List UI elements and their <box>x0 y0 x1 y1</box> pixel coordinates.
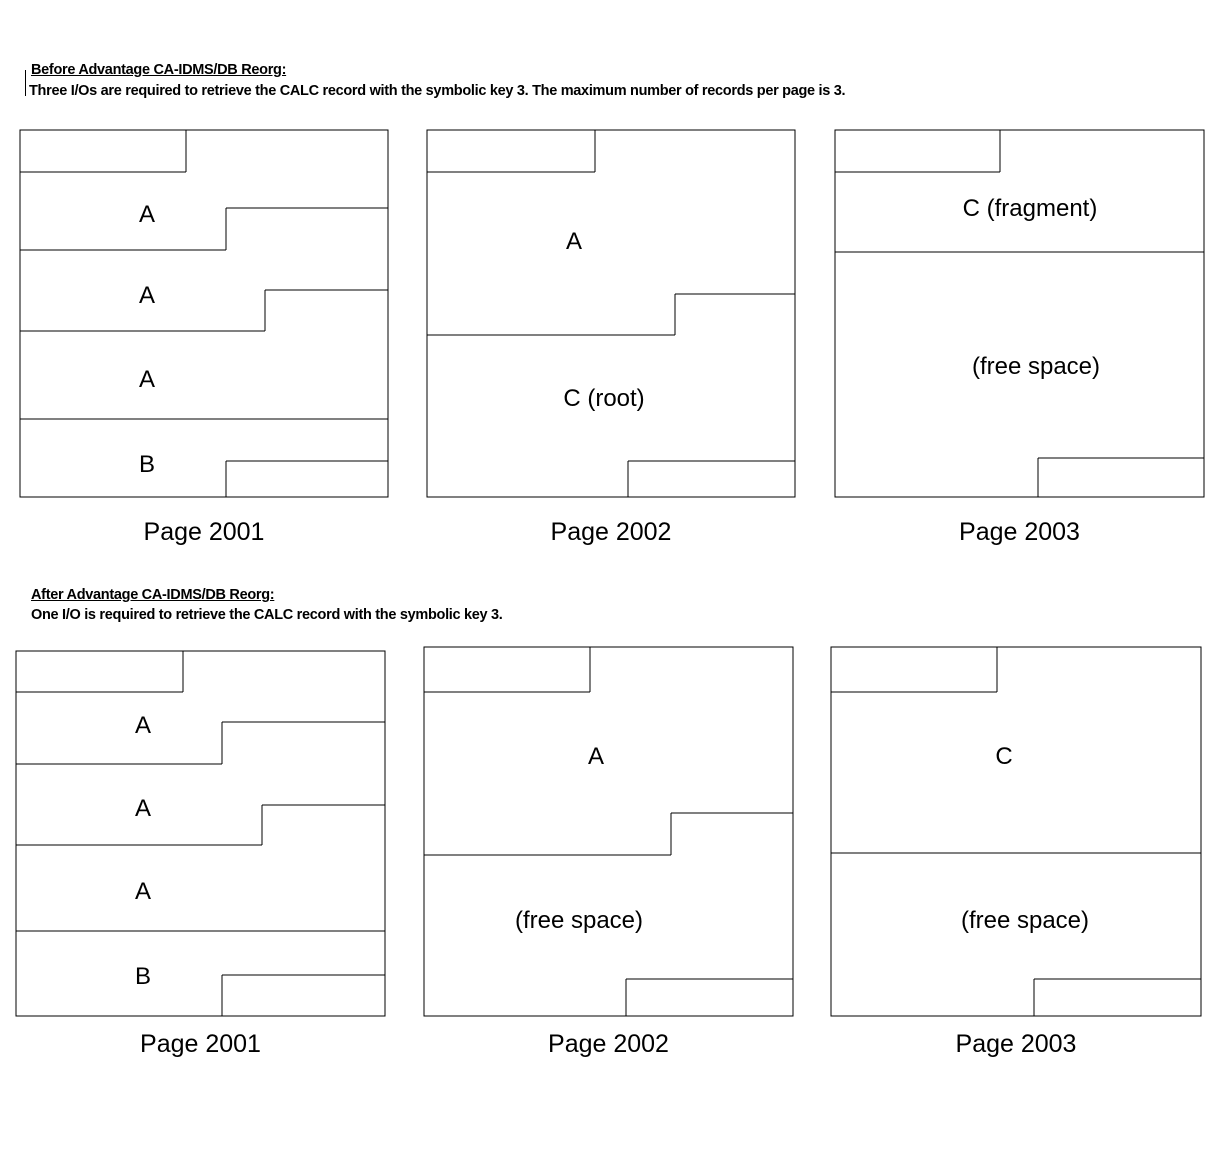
cell-label-before-2001-2: A <box>138 282 156 309</box>
cell-label-before-2001-4: B <box>138 451 156 478</box>
cell-label-after-2003-2: (free space) <box>960 907 1090 934</box>
page-frame-before-2003 <box>834 129 1205 498</box>
cell-label-before-2002-1: A <box>565 228 583 255</box>
cell-label-after-2002-2: (free space) <box>514 907 644 934</box>
page-label-after-2003: Page 2003 <box>955 1030 1077 1058</box>
before-section-heading: Before Advantage CA-IDMS/DB Reorg: <box>31 62 287 78</box>
cell-label-after-2001-4: B <box>134 963 152 990</box>
cell-label-before-2001-1: A <box>138 201 156 228</box>
margin-tick-mark-before <box>25 70 26 96</box>
cell-label-after-2001-2: A <box>134 795 152 822</box>
cell-label-after-2001-3: A <box>134 878 152 905</box>
cell-label-before-2002-2: C (root) <box>563 385 645 412</box>
cell-label-after-2001-1: A <box>134 712 152 739</box>
cell-label-before-2003-2: (free space) <box>971 353 1101 380</box>
page-frame-before-2002 <box>426 129 796 498</box>
cell-label-before-2001-3: A <box>138 366 156 393</box>
page-frame-after-2002 <box>423 646 794 1017</box>
after-section-heading: After Advantage CA-IDMS/DB Reorg: <box>31 587 275 603</box>
cell-label-before-2003-1: C (fragment) <box>962 195 1098 222</box>
page-label-before-2002: Page 2002 <box>550 518 672 546</box>
page-frame-before-2001 <box>19 129 389 498</box>
before-section-description: Three I/Os are required to retrieve the … <box>29 83 846 99</box>
cell-label-after-2003-1: C <box>995 743 1013 770</box>
page-label-after-2001: Page 2001 <box>140 1030 261 1058</box>
page-label-before-2003: Page 2003 <box>959 518 1080 546</box>
page-frame-after-2001 <box>15 650 386 1017</box>
after-section-description: One I/O is required to retrieve the CALC… <box>31 607 503 623</box>
cell-label-after-2002-1: A <box>587 743 605 770</box>
page-frame-after-2003 <box>830 646 1202 1017</box>
page-label-before-2001: Page 2001 <box>143 518 265 546</box>
page-label-after-2002: Page 2002 <box>548 1030 669 1058</box>
